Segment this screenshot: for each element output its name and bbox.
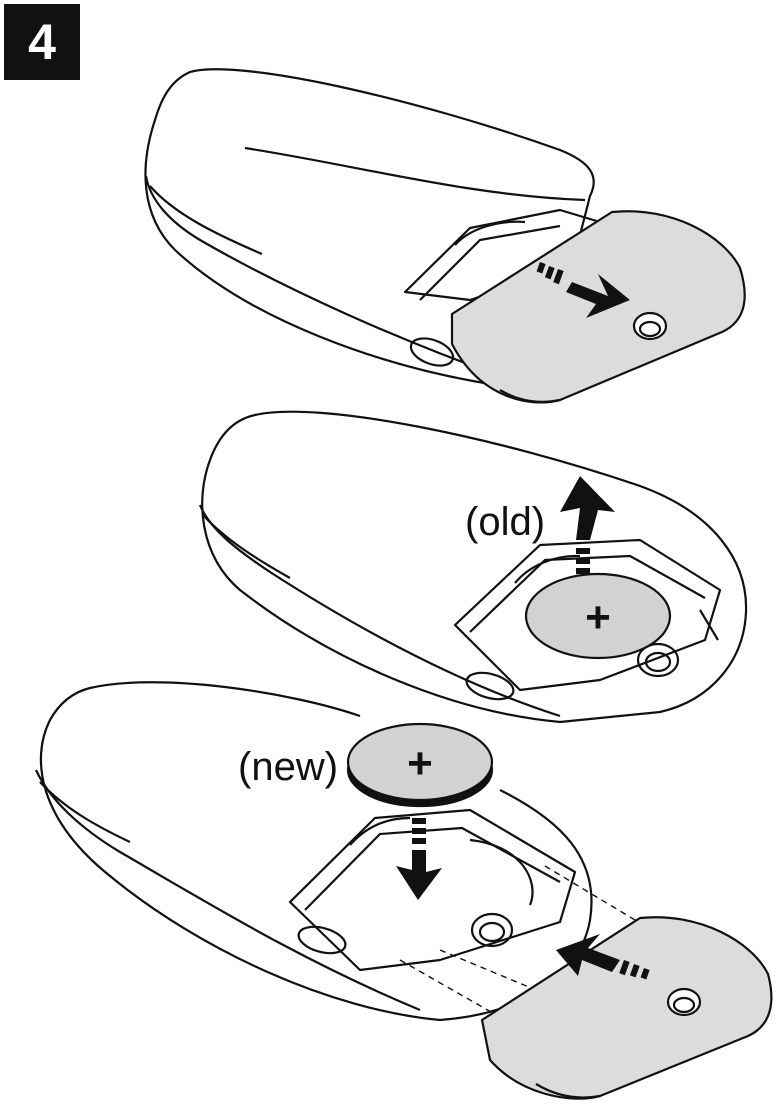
panel-remove-cover	[145, 69, 744, 402]
panel-insert-new-battery: + (new)	[36, 682, 771, 1098]
old-battery-label: (old)	[465, 500, 545, 544]
remote-body	[41, 682, 592, 1020]
panel-remove-old-battery: + (old)	[200, 412, 746, 722]
battery-polarity-mark: +	[407, 739, 433, 788]
new-battery-label: (new)	[238, 745, 338, 789]
battery-polarity-mark: +	[585, 593, 611, 642]
